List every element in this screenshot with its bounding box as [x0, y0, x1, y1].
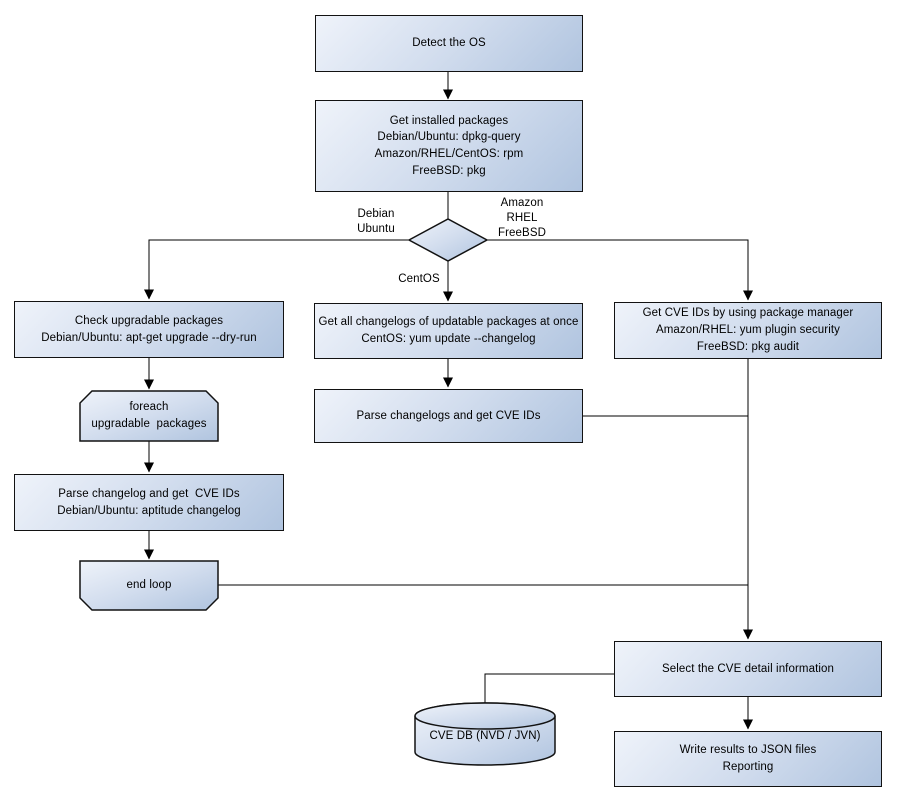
node-label: Get CVE IDs by using package manager Ama…	[642, 307, 854, 353]
node-label: Parse changelog and get CVE IDs Debian/U…	[57, 487, 241, 517]
foreach-loop-shape	[79, 390, 219, 442]
node-label: Select the CVE detail information	[661, 662, 835, 675]
cve-db-label: CVE DB (NVD / JVN)	[429, 729, 541, 742]
foreach-loop-label: foreach upgradable packages	[91, 401, 207, 430]
edge-decision-to-check-upgradable	[144, 239, 409, 300]
node-get-all-changelogs: Get all changelogs of updatable packages…	[314, 303, 583, 359]
node-write-results: Write results to JSON files Reporting	[614, 731, 882, 787]
node-get-cve-ids-pkg-mgr: Get CVE IDs by using package manager Ama…	[614, 302, 882, 359]
node-check-upgradable-packages: Check upgradable packages Debian/Ubuntu:…	[14, 301, 284, 358]
end-loop-label: end loop	[126, 579, 172, 592]
branch-label-centos: CentOS	[398, 273, 440, 285]
node-parse-changelogs-mid: Parse changelogs and get CVE IDs	[314, 389, 583, 443]
end-loop-shape	[79, 560, 219, 611]
node-label: Get all changelogs of updatable packages…	[318, 316, 579, 345]
node-label: Write results to JSON files Reporting	[679, 744, 817, 773]
node-select-cve-detail: Select the CVE detail information	[614, 641, 882, 697]
node-label: Get installed packages Debian/Ubuntu: dp…	[374, 114, 524, 177]
node-get-installed-packages: Get installed packages Debian/Ubuntu: dp…	[315, 100, 583, 192]
os-decision-diamond	[407, 218, 489, 262]
node-label: Parse changelogs and get CVE IDs	[356, 409, 541, 422]
branch-label-debian-ubuntu: Debian Ubuntu	[357, 208, 395, 235]
cve-db-cylinder	[414, 702, 556, 766]
node-label: Check upgradable packages Debian/Ubuntu:…	[41, 314, 257, 344]
edge-decision-to-get-cve-ids	[487, 239, 753, 301]
branch-label-amazon-rhel-freebsd: Amazon RHEL FreeBSD	[498, 197, 546, 239]
node-detect-os: Detect the OS	[315, 15, 583, 72]
node-parse-changelog-left: Parse changelog and get CVE IDs Debian/U…	[14, 474, 284, 531]
node-label: Detect the OS	[412, 37, 486, 50]
edge-select-to-cve-db	[484, 673, 614, 703]
